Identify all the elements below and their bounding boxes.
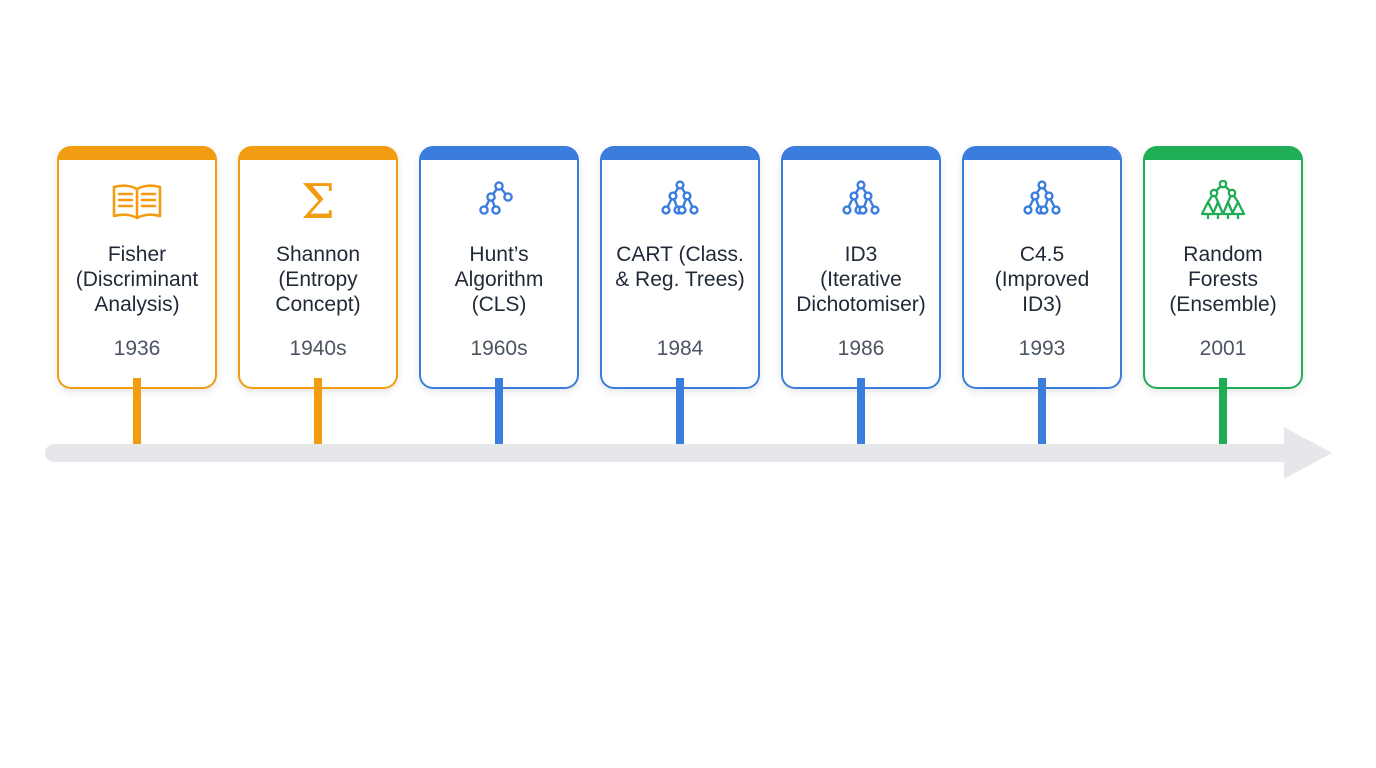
event-label: Random Forests (Ensemble) — [1169, 243, 1277, 316]
decision-tree-icon — [653, 180, 707, 224]
forest-icon — [1196, 180, 1250, 224]
event-label: Shannon (Entropy Concept) — [275, 243, 361, 316]
event-label: CART (Class. & Reg. Trees) — [615, 243, 745, 291]
event-year: 1936 — [113, 337, 161, 360]
event-label: ID3 (Iterative Dichotomiser) — [796, 243, 926, 316]
event-year: 1960s — [470, 337, 528, 360]
event-stem — [1219, 378, 1227, 444]
open-book-icon — [110, 180, 164, 224]
event-card: C4.5 (Improved ID3) 1993 — [962, 146, 1122, 389]
event-year: 1940s — [289, 337, 347, 360]
event-card: Σ Shannon (Entropy Concept) 1940s — [238, 146, 398, 389]
event-year: 1984 — [656, 337, 704, 360]
event-year: 1993 — [1018, 337, 1066, 360]
event-fisher: Fisher (Discriminant Analysis) 1936 — [57, 146, 217, 446]
event-random-forests: Random Forests (Ensemble) 2001 — [1143, 146, 1303, 446]
decision-tree-icon — [1015, 180, 1069, 224]
event-label: C4.5 (Improved ID3) — [994, 243, 1090, 316]
event-stem — [314, 378, 322, 444]
event-card: Hunt’s Algorithm (CLS) 1960s — [419, 146, 579, 389]
small-tree-icon — [472, 180, 526, 224]
event-label: Fisher (Discriminant Analysis) — [75, 243, 199, 316]
event-card: Fisher (Discriminant Analysis) 1936 — [57, 146, 217, 389]
event-card: Random Forests (Ensemble) 2001 — [1143, 146, 1303, 389]
event-stem — [857, 378, 865, 444]
event-c45: C4.5 (Improved ID3) 1993 — [962, 146, 1122, 446]
event-hunt: Hunt’s Algorithm (CLS) 1960s — [419, 146, 579, 446]
event-cart: CART (Class. & Reg. Trees) 1984 — [600, 146, 760, 446]
event-stem — [495, 378, 503, 444]
event-id3: ID3 (Iterative Dichotomiser) 1986 — [781, 146, 941, 446]
event-stem — [133, 378, 141, 444]
timeline-axis — [45, 444, 1295, 462]
event-card: CART (Class. & Reg. Trees) 1984 — [600, 146, 760, 389]
event-stem — [676, 378, 684, 444]
timeline-arrow-head — [1284, 427, 1332, 479]
event-label: Hunt’s Algorithm (CLS) — [454, 243, 544, 316]
event-year: 1986 — [837, 337, 885, 360]
event-card: ID3 (Iterative Dichotomiser) 1986 — [781, 146, 941, 389]
event-year: 2001 — [1199, 337, 1247, 360]
event-shannon: Σ Shannon (Entropy Concept) 1940s — [238, 146, 398, 446]
sigma-icon: Σ — [301, 174, 335, 230]
decision-tree-icon — [834, 180, 888, 224]
event-stem — [1038, 378, 1046, 444]
